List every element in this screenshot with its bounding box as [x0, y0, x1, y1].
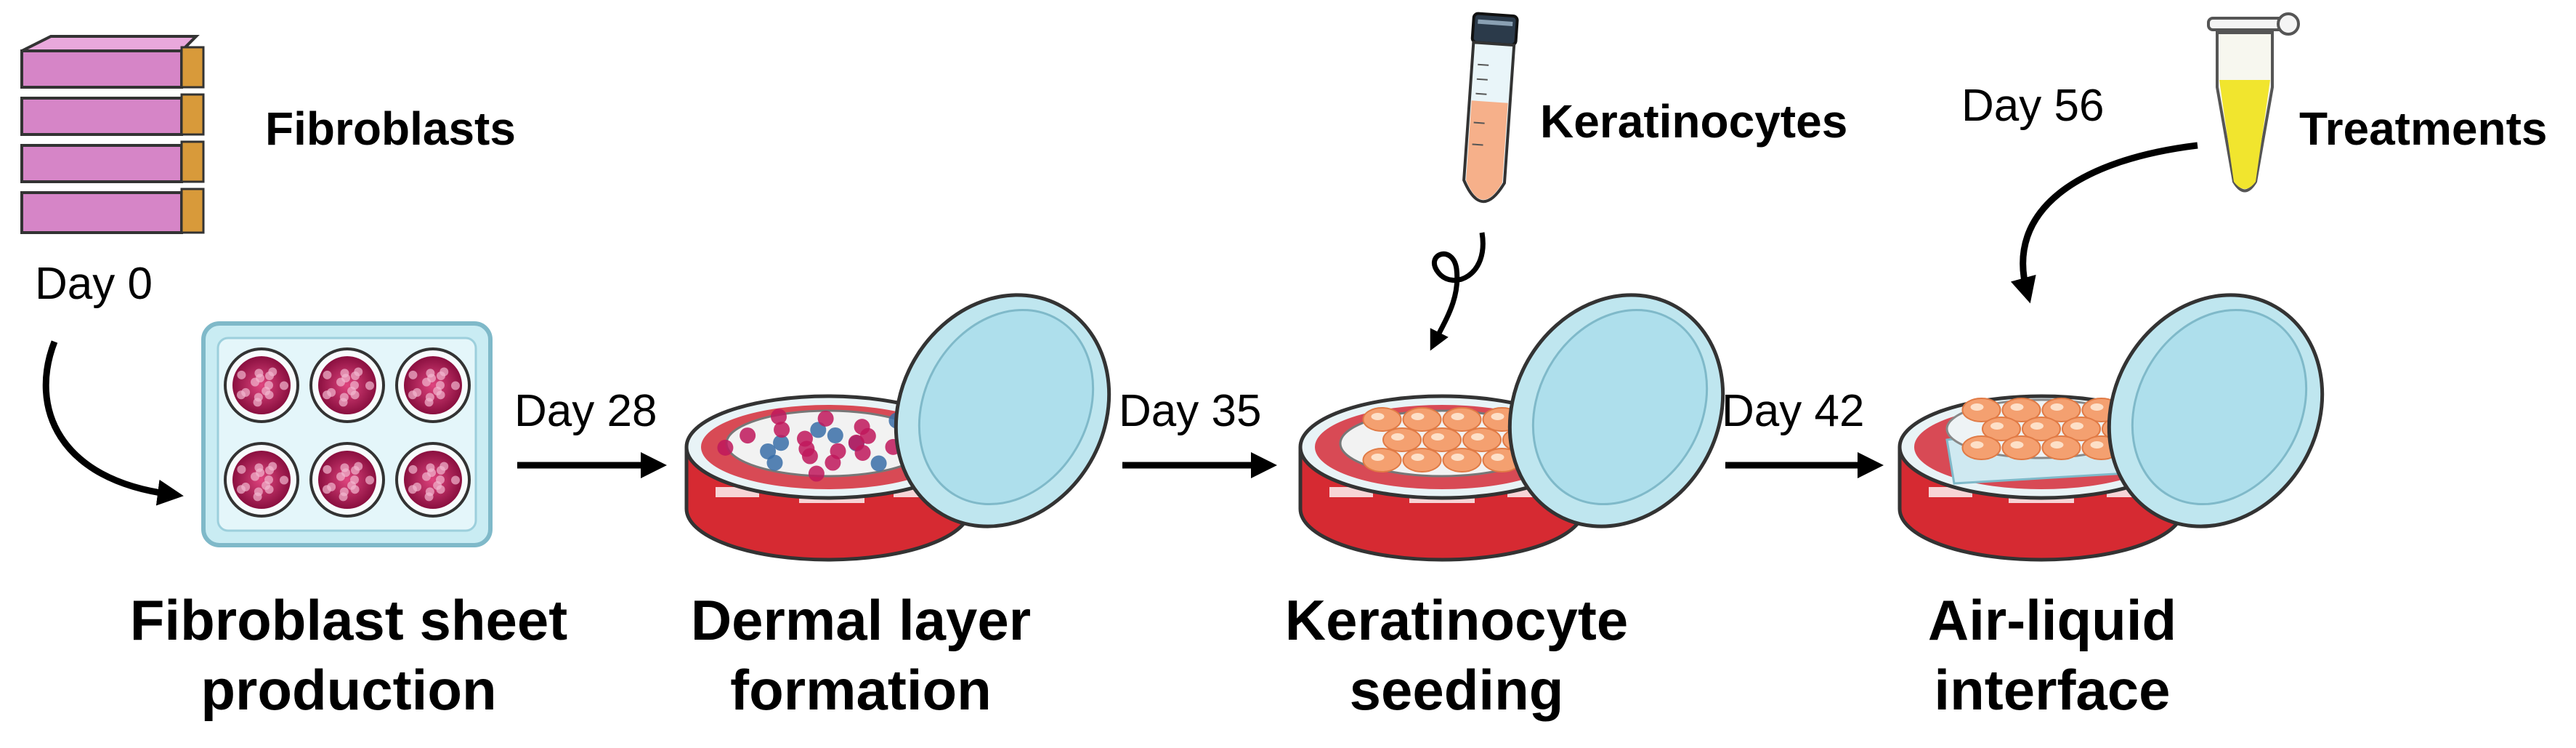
well-icon: [224, 347, 299, 423]
day0-curved-arrow: [42, 340, 184, 506]
day0-label: Day 0: [35, 259, 153, 309]
fibroblasts-label: Fibroblasts: [265, 102, 516, 155]
well-icon: [309, 442, 385, 518]
petri-dish-seeding-icon: [1298, 293, 1725, 562]
day56-label: Day 56: [1961, 81, 2105, 131]
stage-title-line2: seeding: [1349, 658, 1564, 722]
eppendorf-tube-icon: [2207, 12, 2300, 193]
day42-label: Day 42: [1722, 386, 1865, 436]
stage-title-line2: formation: [730, 658, 992, 722]
stage-fibroblast-sheet: Fibroblast sheet production: [123, 585, 574, 725]
petri-dish-ali-icon: [1897, 293, 2325, 562]
stage-air-liquid: Air-liquid interface: [1827, 585, 2277, 725]
stage-title-line1: Air-liquid: [1927, 588, 2177, 652]
stage-title-line2: production: [201, 658, 497, 722]
keratinocyte-loop-arrow: [1430, 232, 1486, 351]
well-icon: [224, 442, 299, 518]
well-icon: [395, 442, 471, 518]
well-icon: [309, 347, 385, 423]
treatments-label: Treatments: [2299, 102, 2548, 155]
petri-dish-dermal-icon: [684, 293, 1111, 562]
stage-title-line1: Keratinocyte: [1284, 588, 1629, 652]
stage-title-line1: Dermal layer: [690, 588, 1032, 652]
keratinocytes-label: Keratinocytes: [1540, 95, 1848, 148]
six-well-plate-icon: [201, 321, 493, 547]
stage-title-line2: interface: [1934, 658, 2171, 722]
treatment-curved-arrow: [2010, 142, 2198, 304]
falcon-tube-icon: [1462, 12, 1519, 204]
stage-keratinocyte-seeding: Keratinocyte seeding: [1231, 585, 1682, 725]
well-icon: [395, 347, 471, 423]
stage-title-line1: Fibroblast sheet: [129, 588, 568, 652]
day35-label: Day 35: [1119, 386, 1262, 436]
day28-label: Day 28: [514, 386, 657, 436]
stage-dermal-layer: Dermal layer formation: [636, 585, 1086, 725]
flask-stack-icon: [20, 35, 205, 234]
